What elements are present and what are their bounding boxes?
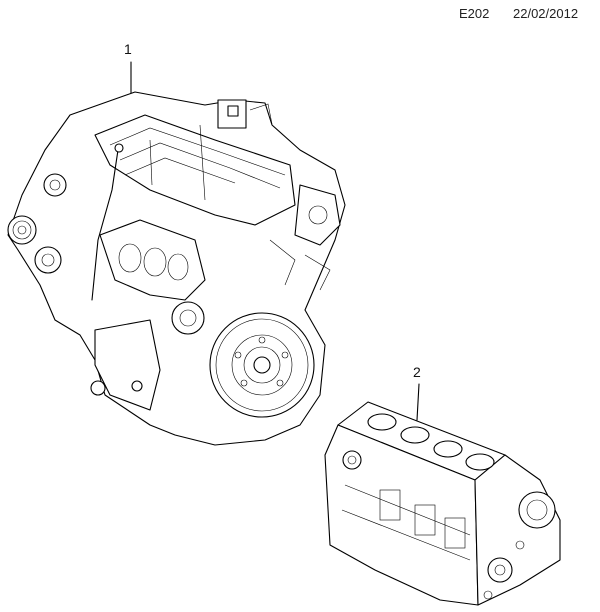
diagram-code: E202 xyxy=(459,6,490,21)
complete-engine-illustration[interactable] xyxy=(7,91,346,446)
diagram-date: 22/02/2012 xyxy=(513,6,579,21)
callout-1-label: 1 xyxy=(124,41,132,57)
callout-2-label: 2 xyxy=(413,364,421,380)
callout-2-leader xyxy=(416,383,420,421)
short-block-illustration[interactable] xyxy=(324,401,561,606)
